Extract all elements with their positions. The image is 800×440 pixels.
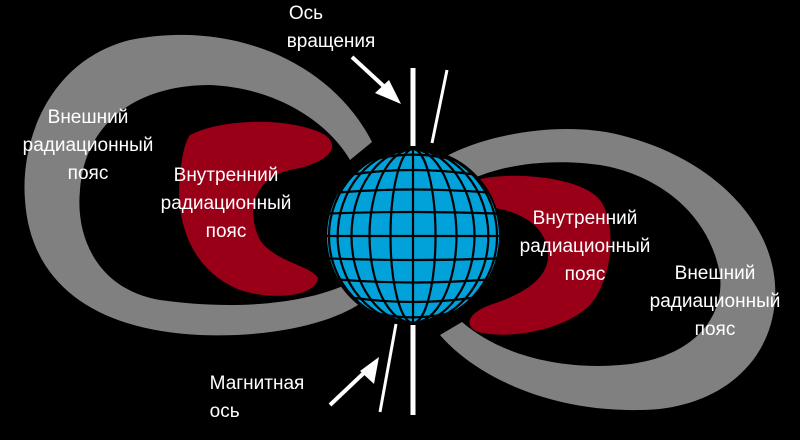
magnetic-axis-arrow (328, 357, 379, 407)
parallel (337, 188, 489, 194)
rotation-axis-label: Ось вращения (237, 0, 376, 56)
parallel (369, 153, 457, 162)
rotation-axis-arrow (350, 55, 401, 104)
label-line: Внешний (674, 263, 756, 284)
earth-globe (325, 147, 501, 325)
label-line: ось (209, 401, 240, 422)
inner-belt-left-label: Внутренний радиационный пояс (161, 162, 292, 246)
outer-belt-right-label: Внешний радиационный пояс (650, 260, 781, 344)
inner-belt-right (466, 175, 611, 335)
label-line: Ось (288, 3, 324, 24)
outer-belt-left (24, 34, 372, 336)
parallel (328, 257, 498, 262)
parallel (351, 296, 475, 304)
label-line: радиационный (22, 135, 154, 156)
magnetic-axis (378, 69, 449, 413)
magnetic-axis-label: Магнитная ось (210, 370, 305, 426)
outer-belt-right (440, 129, 776, 411)
label-line: Внутренний (532, 208, 638, 229)
parallel (369, 310, 457, 319)
label-line: пояс (205, 221, 247, 242)
label-line: Магнитная (209, 373, 305, 394)
parallel (351, 168, 475, 176)
inner-belt-right-label: Внутренний радиационный пояс (520, 205, 651, 289)
label-line: пояс (694, 319, 736, 340)
label-line: Внешний (47, 107, 129, 128)
inner-belt-left (179, 121, 333, 296)
label-line: радиационный (160, 193, 292, 214)
label-line: радиационный (649, 291, 781, 312)
label-line: радиационный (519, 236, 651, 257)
outer-belt-left-label: Внешний радиационный пояс (23, 104, 154, 188)
parallel (337, 278, 489, 284)
label-line: пояс (564, 264, 606, 285)
label-line: вращения (286, 31, 376, 52)
label-line: пояс (67, 163, 109, 184)
parallel (328, 210, 498, 215)
label-line: Внутренний (173, 165, 279, 186)
